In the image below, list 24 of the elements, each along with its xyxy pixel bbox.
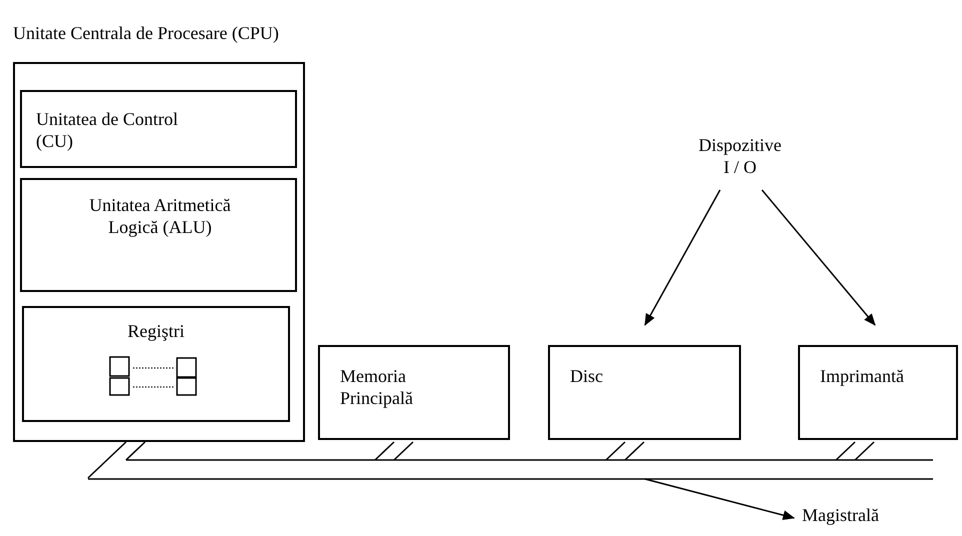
node-label: Unitatea Aritmetică Logică (ALU) bbox=[88, 194, 232, 238]
bus-connector bbox=[605, 441, 645, 461]
arrow bbox=[761, 190, 876, 326]
component-box bbox=[798, 345, 958, 440]
component-box bbox=[20, 178, 297, 292]
component-box bbox=[318, 345, 510, 440]
node-label: Unitatea de Control (CU) bbox=[36, 108, 179, 152]
bus-connector bbox=[374, 441, 414, 461]
component-box bbox=[22, 306, 290, 422]
component-box bbox=[548, 345, 741, 440]
arrow bbox=[644, 190, 721, 326]
node-label: Magistrală bbox=[802, 504, 880, 526]
node-label: Imprimantă bbox=[820, 365, 904, 387]
node-label: Dispozitive I / O bbox=[698, 134, 782, 178]
bus-connector bbox=[835, 441, 875, 461]
cpu-box bbox=[13, 62, 305, 442]
node-label: Memoria Principală bbox=[340, 365, 414, 409]
bus-bar bbox=[87, 459, 933, 480]
bus-connector bbox=[87, 441, 146, 479]
component-box bbox=[20, 90, 297, 168]
node-label: Regiştri bbox=[126, 320, 186, 342]
node-label: Disc bbox=[570, 365, 603, 387]
leader-line bbox=[644, 478, 795, 520]
node-label: Unitate Centrala de Procesare (CPU) bbox=[13, 22, 279, 44]
